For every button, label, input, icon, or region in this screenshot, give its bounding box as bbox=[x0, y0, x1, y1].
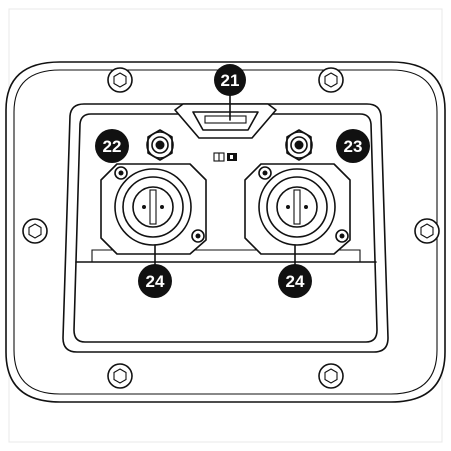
jack-socket-icon bbox=[285, 129, 313, 161]
usb-port-icon bbox=[174, 103, 277, 139]
recessed-panel bbox=[62, 103, 389, 353]
callout-22: 22 bbox=[95, 129, 129, 163]
led-indicator-icon bbox=[213, 152, 237, 162]
callout-24-left: 24 bbox=[138, 244, 172, 298]
hex-screw-icon bbox=[414, 218, 440, 244]
callout-21: 21 bbox=[214, 64, 246, 121]
xlr-connector-icon bbox=[100, 163, 207, 255]
hex-screw-icon bbox=[318, 67, 344, 93]
xlr-connector-icon bbox=[244, 163, 351, 255]
hex-screw-icon bbox=[22, 218, 48, 244]
callout-label: 23 bbox=[344, 137, 363, 156]
callout-24-right: 24 bbox=[278, 244, 312, 298]
callout-label: 22 bbox=[103, 137, 122, 156]
hex-screw-icon bbox=[107, 363, 133, 389]
hex-screw-icon bbox=[318, 363, 344, 389]
callout-label: 24 bbox=[286, 272, 305, 291]
callout-23: 23 bbox=[336, 129, 370, 163]
jack-socket-icon bbox=[146, 129, 174, 161]
callout-label: 24 bbox=[146, 272, 165, 291]
callout-label: 21 bbox=[221, 71, 240, 90]
hex-screw-icon bbox=[107, 67, 133, 93]
